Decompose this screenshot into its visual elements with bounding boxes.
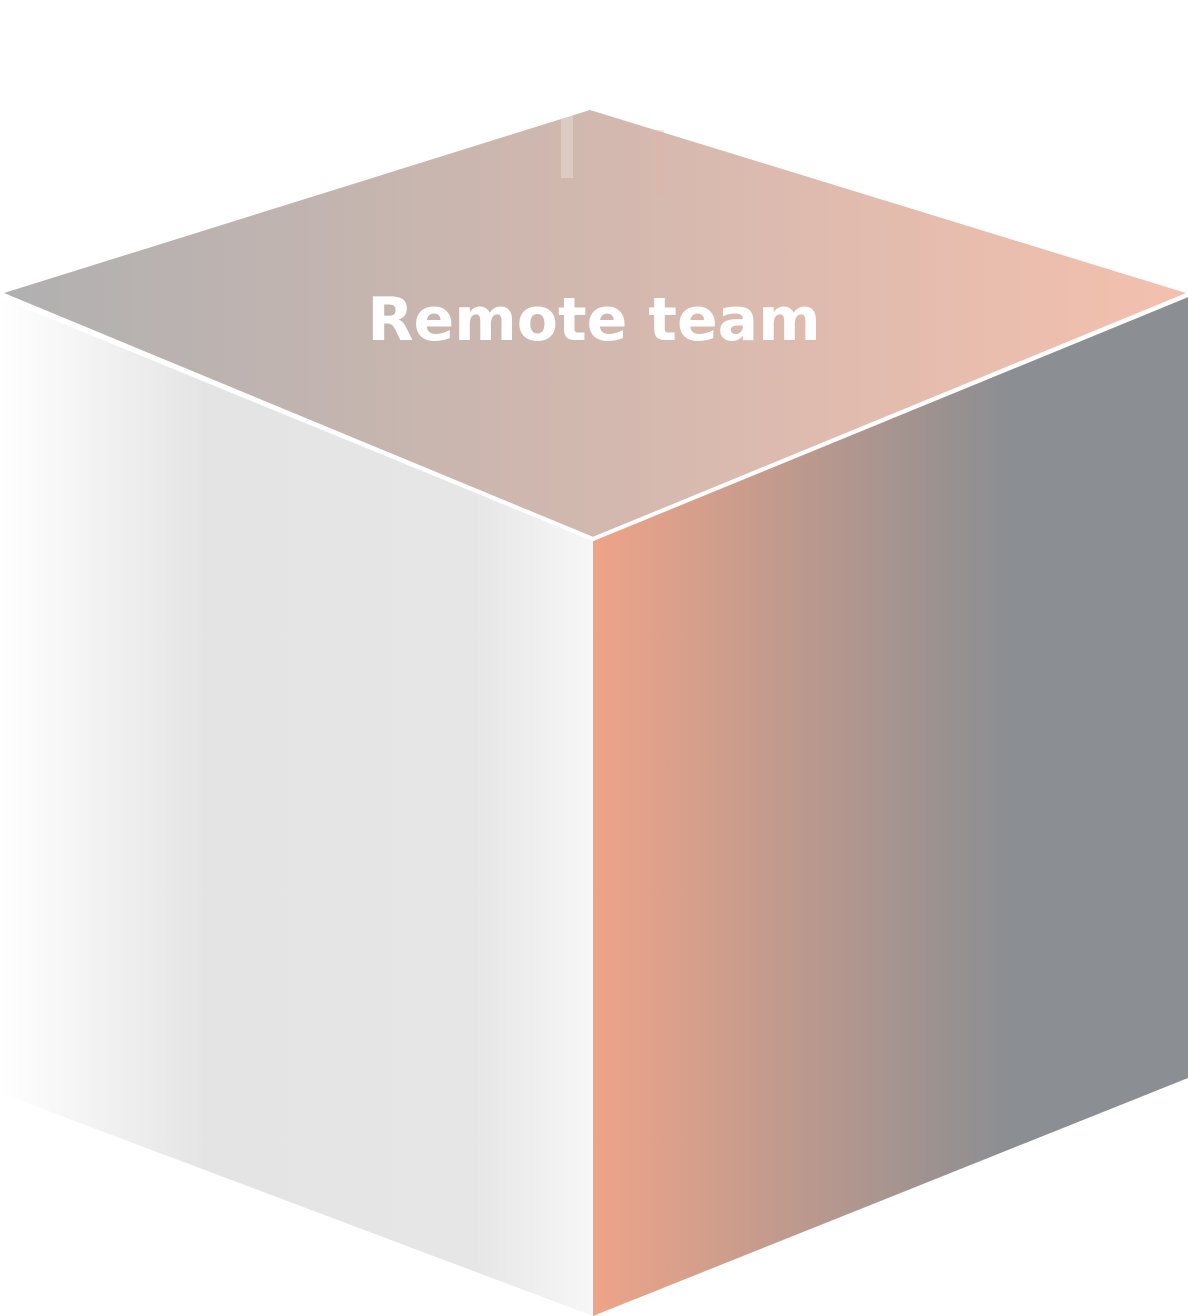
cube-label: Remote team — [367, 285, 820, 355]
cube-edge-left — [3, 294, 594, 541]
cube-right-face — [593, 297, 1188, 1316]
cube-top-face — [4, 110, 1186, 537]
top-mark-1 — [561, 116, 573, 178]
cube-left-face — [0, 298, 593, 1316]
top-mark-2 — [656, 130, 664, 194]
cube-edge-right — [592, 293, 1188, 541]
